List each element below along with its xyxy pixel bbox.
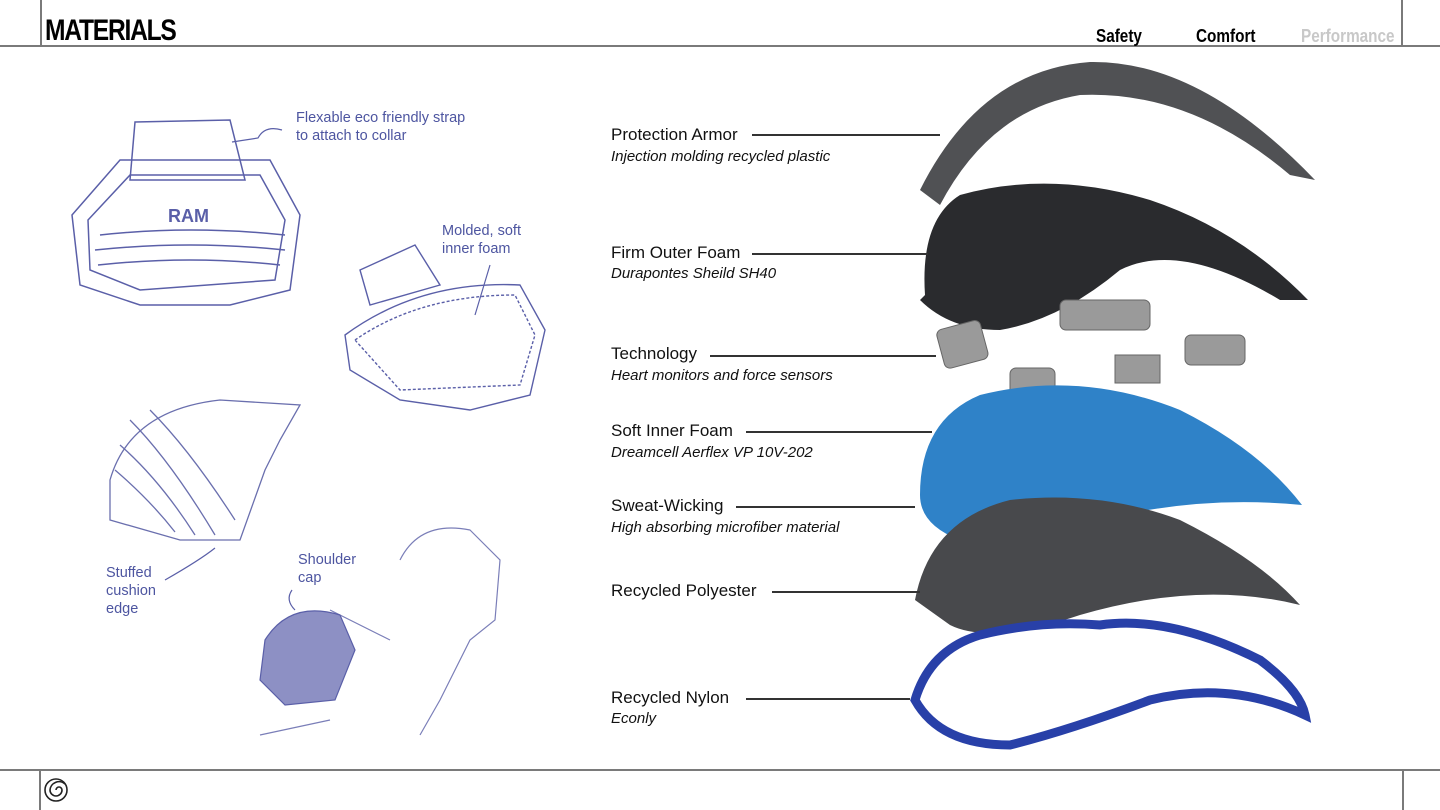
layer-material: Durapontes Sheild SH40 xyxy=(611,265,777,282)
protection-armor-layer xyxy=(920,61,1315,206)
leader-line xyxy=(746,431,932,433)
leader-line xyxy=(746,698,910,700)
recycled-nylon-layer xyxy=(910,618,1312,750)
nav-comfort[interactable]: Comfort xyxy=(1196,26,1256,46)
leader-line xyxy=(752,253,928,255)
layer-name: Recycled Polyester xyxy=(611,581,757,600)
inner-foam-sketch xyxy=(344,244,546,411)
layer-name: Protection Armor xyxy=(611,125,738,144)
sketch-logo: RAM xyxy=(168,206,209,226)
header-divider xyxy=(0,45,1440,47)
layer-material: Dreamcell Aerflex VP 10V-202 xyxy=(611,444,813,461)
nav-safety[interactable]: Safety xyxy=(1096,26,1142,46)
layer-name: Technology xyxy=(611,344,698,363)
nav-performance[interactable]: Performance xyxy=(1301,26,1395,46)
recycled-polyester-layer xyxy=(915,497,1300,633)
shoulder-sketch xyxy=(259,527,501,736)
layer-name: Recycled Nylon xyxy=(611,688,730,707)
layer-name: Sweat-Wicking xyxy=(611,496,724,515)
page-title: MATERIALS xyxy=(45,14,177,47)
layer-name: Soft Inner Foam xyxy=(611,421,733,440)
leader-line xyxy=(736,506,915,508)
header-right-rule xyxy=(1401,0,1403,46)
side-sketch xyxy=(109,399,302,541)
leader-line xyxy=(710,355,936,357)
technology-layer xyxy=(936,299,1246,414)
layer-material: Injection molding recycled plastic xyxy=(611,148,831,165)
layer-material: High absorbing microfiber material xyxy=(611,519,840,536)
spiral-logo-icon xyxy=(44,778,68,802)
footer-right-rule xyxy=(1402,770,1404,810)
leader-line xyxy=(752,134,940,136)
firm-outer-foam-layer xyxy=(920,183,1308,330)
header-left-rule xyxy=(40,0,42,46)
leader-line xyxy=(772,591,920,593)
layer-material: Econly xyxy=(611,710,657,727)
layer-name: Firm Outer Foam xyxy=(611,243,741,262)
layer-material: Heart monitors and force sensors xyxy=(611,367,833,384)
footer-left-rule xyxy=(39,770,41,810)
annotation-arrows xyxy=(164,128,491,611)
front-pad-sketch xyxy=(71,119,301,306)
footer-divider xyxy=(0,769,1440,771)
